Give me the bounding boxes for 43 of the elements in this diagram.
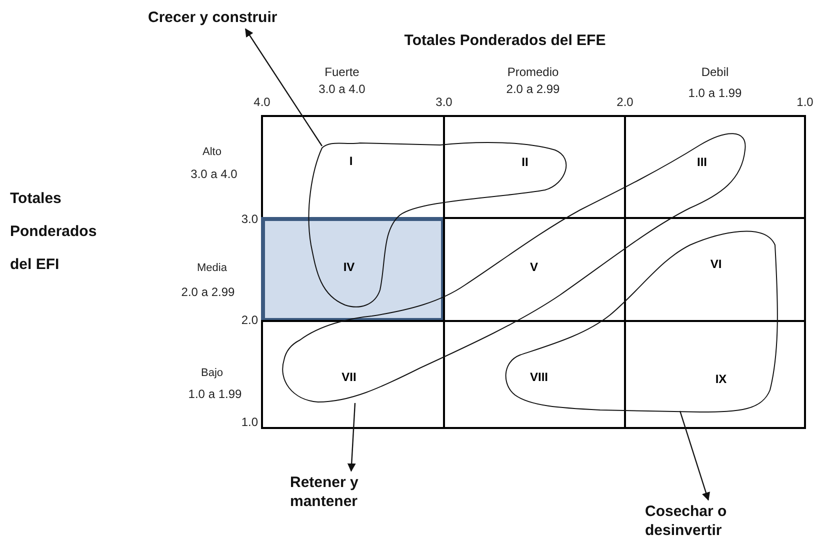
axis-title: Totales Ponderados del EFE — [404, 32, 606, 49]
category-label: Fuerte — [324, 65, 360, 79]
cell-numeral: IV — [343, 260, 355, 274]
strategy-caption: Crecer y construir — [148, 8, 328, 27]
cell-numeral: IX — [715, 372, 727, 386]
matrix-cell — [261, 320, 445, 429]
cell-numeral: I — [349, 154, 353, 168]
tick-label: 2.0 — [616, 95, 634, 109]
strategy-caption: Cosechar o desinvertir — [645, 502, 785, 539]
highlighted-matrix-cell — [261, 217, 445, 322]
category-label: 3.0 a 4.0 — [318, 82, 366, 96]
cell-numeral: III — [697, 155, 707, 169]
strategy-region-outline — [282, 133, 746, 402]
category-label: 1.0 a 1.99 — [688, 86, 742, 100]
tick-label: 1.0 — [241, 415, 258, 429]
tick-label: 3.0 — [436, 95, 452, 109]
category-label: Debil — [701, 65, 729, 79]
cell-numeral: VII — [342, 370, 356, 384]
category-label: 1.0 a 1.99 — [188, 387, 242, 401]
axis-title: Totales Ponderados del EFI — [10, 189, 98, 275]
tick-label: 2.0 — [241, 313, 258, 327]
category-label: Alto — [202, 146, 222, 158]
leader-arrow — [245, 28, 322, 146]
cell-numeral: VI — [710, 257, 722, 271]
category-label: 3.0 a 4.0 — [190, 167, 238, 181]
cell-numeral: V — [530, 260, 538, 274]
tick-label: 4.0 — [254, 95, 270, 109]
tick-label: 1.0 — [796, 95, 814, 109]
cell-numeral: II — [522, 155, 528, 169]
category-label: 2.0 a 2.99 — [181, 285, 235, 299]
leader-arrow — [679, 410, 710, 501]
category-label: Promedio — [507, 65, 559, 79]
category-label: Bajo — [200, 367, 224, 379]
tick-label: 3.0 — [241, 212, 258, 226]
category-label: Media — [197, 262, 227, 274]
strategy-region-outline — [308, 142, 567, 308]
cell-numeral: VIII — [530, 370, 548, 384]
category-label: 2.0 a 2.99 — [506, 82, 560, 96]
leader-arrow — [347, 402, 356, 472]
matrix-cell — [624, 115, 806, 219]
matrix-cell — [624, 320, 806, 429]
strategy-region-outline — [505, 230, 778, 412]
strategy-caption: Retener y mantener — [290, 473, 410, 511]
